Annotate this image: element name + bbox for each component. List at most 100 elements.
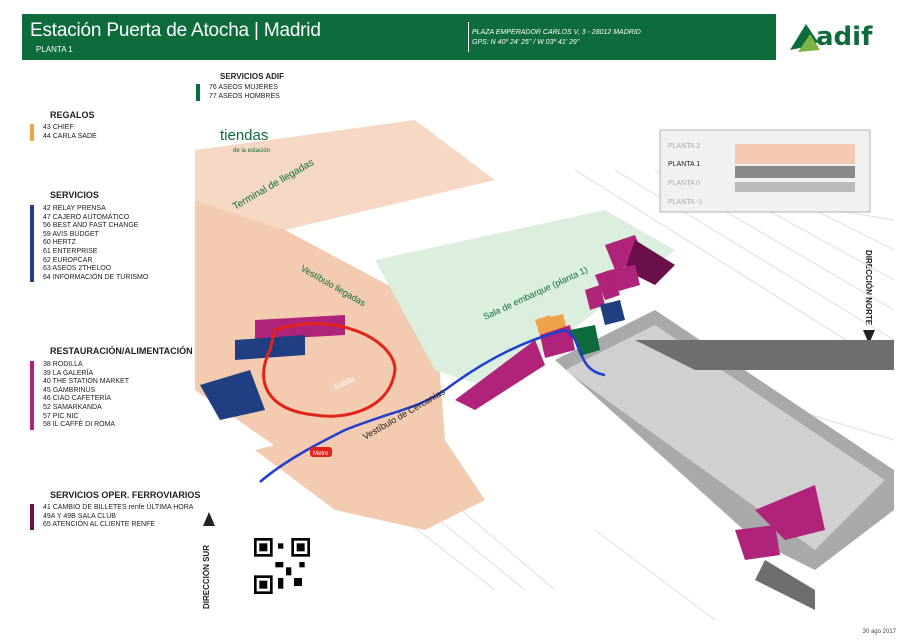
- legend-label: IL CAFFÈ DI ROMA: [52, 421, 116, 429]
- legend-item: 58 IL CAFFÈ DI ROMA: [30, 421, 129, 430]
- legend-color-bar: [30, 213, 34, 223]
- legend-item: 76 ASEOS MUJERES: [196, 84, 280, 93]
- legend-color-bar: [30, 230, 34, 240]
- legend-label: RELAY PRENSA: [52, 205, 106, 212]
- legend-color-bar: [196, 92, 200, 102]
- legend-item: 46 CIAO CAFETERÍA: [30, 395, 129, 404]
- legend-label: AVIS BUDGET: [52, 230, 99, 238]
- route-path: [259, 328, 606, 483]
- legend-number: 46: [43, 395, 53, 403]
- legend-item: 52 SAMARKANDA: [30, 403, 129, 413]
- station-map[interactable]: tiendas de la estación Terminal de llega…: [195, 110, 894, 620]
- floor-1: PLANTA 1: [668, 161, 700, 168]
- legend-color-bar: [30, 412, 34, 422]
- legend-color-bar: [30, 386, 34, 396]
- gps-line: GPS: N 40º 24' 25" / W 03º 41' 29": [472, 39, 580, 46]
- legend-color-bar: [30, 239, 34, 248]
- adif-logo[interactable]: adif: [776, 14, 894, 60]
- legend-label: ASEOS MUJERES: [218, 84, 278, 91]
- legend-item: 43 CHIEF: [30, 124, 97, 133]
- legend-label: CHIEF: [52, 124, 74, 131]
- highlight-circle: [262, 322, 397, 418]
- legend-color-bar: [30, 273, 34, 283]
- legend-item: 61 ENTERPRISE: [30, 247, 148, 257]
- legend-item: 47 CAJERO AUTOMÁTICO: [30, 213, 148, 223]
- legend-item: 62 EUROPCAR: [30, 256, 148, 266]
- legend-number: 58: [43, 421, 53, 429]
- legend-label: BEST AND FAST CHANGE: [52, 222, 139, 230]
- legend-color-bar: [196, 84, 200, 93]
- legend-item: 77 ASEOS HOMBRES: [196, 92, 280, 102]
- legend-number: 63: [43, 265, 53, 273]
- legend-label: ASEOS 2THELOO: [52, 265, 112, 273]
- legend-label: RODILLA: [52, 361, 83, 368]
- legend-item: 49A Y 49B SALA CLUB: [30, 512, 193, 522]
- legend-item: 56 BEST AND FAST CHANGE: [30, 222, 148, 231]
- legend-number: 44: [43, 132, 53, 140]
- floor-2: PLANTA 2: [668, 143, 700, 150]
- shop-52b[interactable]: [735, 525, 780, 560]
- legend-number: 38: [43, 361, 53, 368]
- legend-number: 39: [43, 369, 53, 377]
- floor-0: PLANTA 0: [668, 180, 700, 187]
- address-line: PLAZA EMPERADOR CARLOS V, 3 - 28012 MADR…: [472, 29, 641, 36]
- legend-number: 61: [43, 247, 53, 255]
- date-label: 30 ago 2017: [862, 629, 896, 635]
- station-address: PLAZA EMPERADOR CARLOS V, 3 - 28012 MADR…: [472, 28, 641, 48]
- header-divider: [468, 22, 469, 52]
- tiendas-sub: de la estación: [233, 148, 270, 154]
- legend-label: ASEOS HOMBRES: [218, 92, 280, 100]
- shop-63[interactable]: [200, 370, 265, 420]
- legend-item: 63 ASEOS 2THELOO: [30, 265, 148, 274]
- legend-item: 64 INFORMACIÓN DE TURISMO: [30, 273, 149, 283]
- legend-number: 41: [43, 504, 53, 511]
- regalos-heading: REGALOS: [50, 110, 95, 120]
- legend-label: CAJERO AUTOMÁTICO: [52, 213, 130, 221]
- legend-color-bar: [30, 504, 34, 513]
- legend-label: EUROPCAR: [52, 256, 93, 264]
- station-title: Estación Puerta de Atocha | Madrid: [30, 20, 321, 41]
- legend-number: 76: [209, 84, 219, 91]
- shop-46[interactable]: [455, 340, 545, 410]
- qr-code[interactable]: [254, 538, 310, 594]
- vestibulo-cercanias-area: [255, 440, 485, 530]
- legend-label: SAMARKANDA: [52, 403, 102, 411]
- legend-item: 41 CAMBIO DE BILLETES renfe ÚLTIMA HORA: [30, 504, 193, 513]
- legend-color-bar: [30, 247, 34, 257]
- metro-sign: [310, 447, 332, 457]
- legend-color-bar: [30, 369, 34, 379]
- legend-item: 45 GAMBRINUS: [30, 386, 129, 396]
- servicios-adif-heading: SERVICIOS ADIF: [220, 72, 285, 81]
- legend-label: CAMBIO DE BILLETES renfe ÚLTIMA HORA: [52, 504, 194, 511]
- legend-label: ENTERPRISE: [52, 247, 98, 255]
- floor-label: PLANTA 1: [36, 45, 73, 54]
- legend-item: 40 THE STATION MARKET: [30, 378, 129, 387]
- metro-label: Metro: [313, 451, 329, 457]
- restauracion-heading: RESTAURACIÓN/ALIMENTACIÓN: [50, 346, 193, 356]
- legend-number: 65: [43, 521, 53, 529]
- legend-label: CIAO CAFETERÍA: [52, 395, 112, 403]
- servicios-heading: SERVICIOS: [50, 190, 99, 200]
- legend-color-bar: [30, 132, 34, 142]
- legend-item: 57 PIC NIC: [30, 412, 129, 422]
- legend-number: 64: [43, 273, 53, 281]
- arrow-north-icon: [863, 330, 875, 344]
- header-bar: Estación Puerta de Atocha | Madrid PLANT…: [22, 14, 894, 60]
- legend-color-bar: [30, 395, 34, 404]
- legend-number: 62: [43, 256, 53, 264]
- legend-color-bar: [30, 512, 34, 522]
- legend-item: 59 AVIS BUDGET: [30, 230, 148, 240]
- legend-label: INFORMACIÓN DE TURISMO: [52, 273, 149, 281]
- legend-number: 47: [43, 213, 53, 221]
- legend-color-bar: [30, 265, 34, 274]
- legend-color-bar: [30, 378, 34, 387]
- legend-item: 44 CARLA SADE: [30, 132, 97, 142]
- legend-number: 60: [43, 239, 53, 247]
- adif-leaf-icon: [790, 24, 820, 52]
- legend-label: THE STATION MARKET: [52, 378, 129, 386]
- legend-label: PIC NIC: [52, 412, 79, 420]
- legend-item: 60 HERTZ: [30, 239, 148, 248]
